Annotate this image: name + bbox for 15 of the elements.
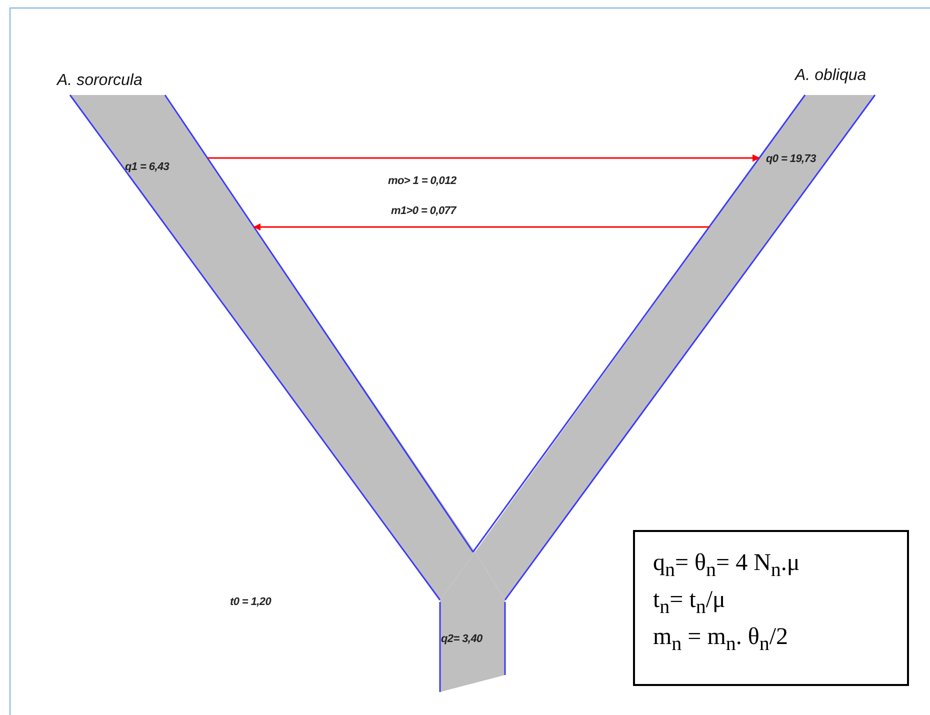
branch-value: q2= 3,40: [441, 633, 482, 645]
formula-text: q$_{n}$= θ$_{n}$= 4 N$_{n}$.μ: [653, 550, 800, 582]
migration-arrow: [253, 223, 710, 231]
species-name: A. sororcula: [57, 72, 142, 90]
formula-text: t$_{n}$= t$_{n}$/μ: [653, 587, 726, 619]
branch-value: q1 = 6,43: [125, 161, 170, 173]
formula-text: m$_{n}$ = m$_{n}$. θ$_{n}$/2: [653, 624, 788, 656]
edge-label: mo> 1 = 0,012: [388, 175, 456, 187]
edge-label: m1>0 = 0,077: [391, 205, 456, 217]
species-name: A. obliqua: [795, 67, 866, 85]
ancestral-band: [438, 552, 508, 694]
formula-box: [633, 530, 909, 686]
time-label: t0 = 1,20: [230, 596, 272, 608]
branch-value: q0 = 19,73: [766, 153, 816, 165]
migration-arrow: [207, 154, 760, 162]
